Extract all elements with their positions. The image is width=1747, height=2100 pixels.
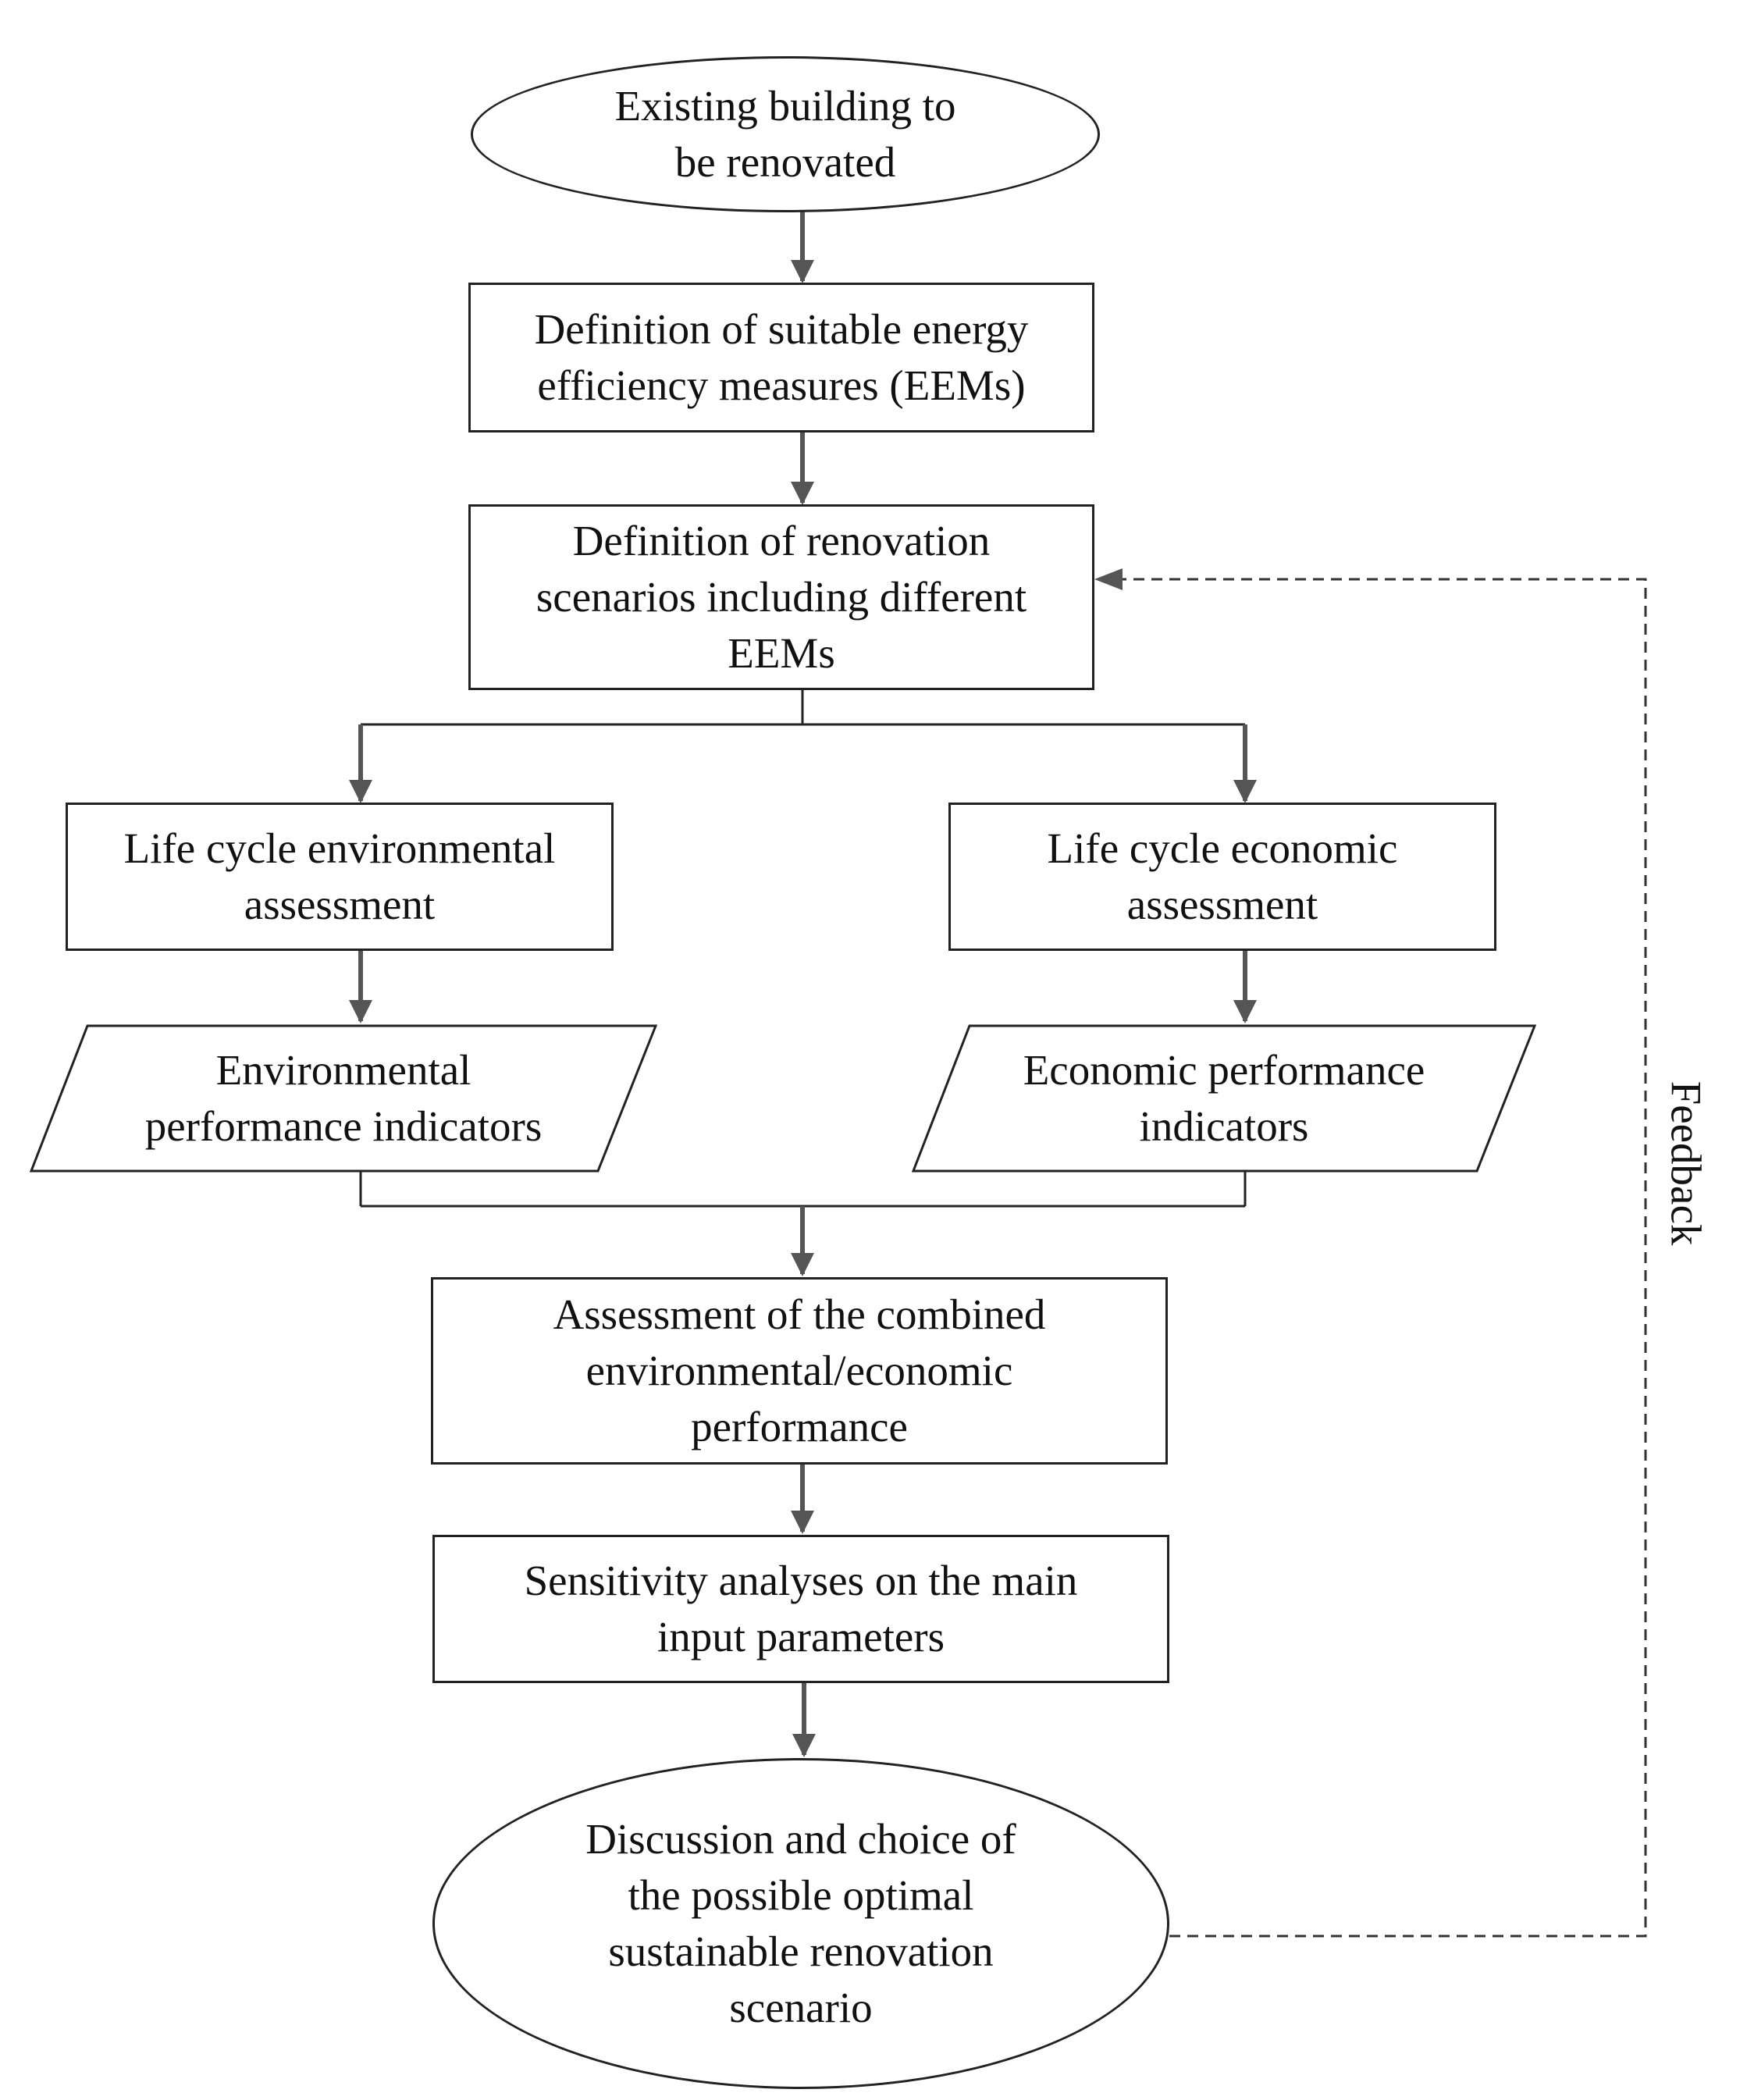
text-line: indicators [1139, 1102, 1309, 1150]
text-line: Existing building to [614, 82, 956, 130]
eems-definition-text: Definition of suitable energy efficiency … [535, 301, 1029, 414]
text-line: Definition of renovation [572, 517, 991, 564]
text-line: environmental/economic [585, 1347, 1013, 1394]
sensitivity-analyses-box: Sensitivity analyses on the main input pa… [432, 1535, 1169, 1683]
text-line: Assessment of the combined [553, 1290, 1046, 1338]
lc-environmental-box: Life cycle environmental assessment [66, 803, 614, 951]
eco-indicators-parallelogram: Economic performance indicators [912, 1024, 1536, 1173]
scenarios-definition-text: Definition of renovation scenarios includ… [536, 513, 1026, 682]
eems-definition-box: Definition of suitable energy efficiency … [468, 283, 1094, 432]
lc-economic-text: Life cycle economic assessment [1048, 820, 1398, 933]
text-line: EEMs [728, 629, 835, 677]
text-line: efficiency measures (EEMs) [537, 361, 1026, 409]
text-line: sustainable renovation [608, 1927, 994, 1975]
sensitivity-analyses-text: Sensitivity analyses on the main input pa… [525, 1553, 1078, 1665]
text-line: assessment [244, 881, 436, 928]
text-line: Life cycle economic [1047, 824, 1398, 872]
feedback-loop-path [1108, 578, 1647, 1938]
start-node: Existing building to be renovated [471, 56, 1100, 212]
text-line: assessment [1126, 881, 1318, 928]
eco-indicators-text: Economic performance indicators [1023, 1042, 1425, 1155]
env-indicators-shape [30, 1024, 657, 1173]
text-line: input parameters [656, 1613, 945, 1660]
lc-environmental-text: Life cycle environmental assessment [124, 820, 556, 933]
text-line: Sensitivity analyses on the main [524, 1557, 1078, 1604]
text-line: the possible optimal [628, 1871, 974, 1919]
scenarios-definition-box: Definition of renovation scenarios includ… [468, 504, 1094, 690]
env-indicators-text: Environmental performance indicators [145, 1042, 543, 1155]
lc-economic-box: Life cycle economic assessment [948, 803, 1496, 951]
env-indicators-parallelogram: Environmental performance indicators [30, 1024, 657, 1173]
end-node: Discussion and choice of the possible opt… [432, 1758, 1169, 2089]
text-line: be renovated [674, 138, 896, 186]
start-node-text: Existing building to be renovated [615, 78, 956, 190]
text-line: Environmental [215, 1046, 471, 1094]
text-line: Economic performance [1023, 1046, 1425, 1094]
combined-assessment-box: Assessment of the combined environmental/… [431, 1277, 1168, 1465]
text-line: scenarios including different [535, 573, 1027, 621]
feedback-arrowhead [1094, 568, 1123, 590]
eco-indicators-shape [912, 1024, 1536, 1173]
text-line: Discussion and choice of [585, 1815, 1016, 1863]
text-line: performance indicators [144, 1102, 543, 1150]
feedback-label: Feedback [1662, 1080, 1710, 1246]
end-node-text: Discussion and choice of the possible opt… [585, 1811, 1016, 2036]
text-line: scenario [729, 1984, 873, 2031]
text-line: Definition of suitable energy [534, 305, 1029, 353]
text-line: Life cycle environmental [123, 824, 556, 872]
text-line: performance [691, 1403, 908, 1450]
combined-assessment-text: Assessment of the combined environmental/… [553, 1287, 1046, 1455]
